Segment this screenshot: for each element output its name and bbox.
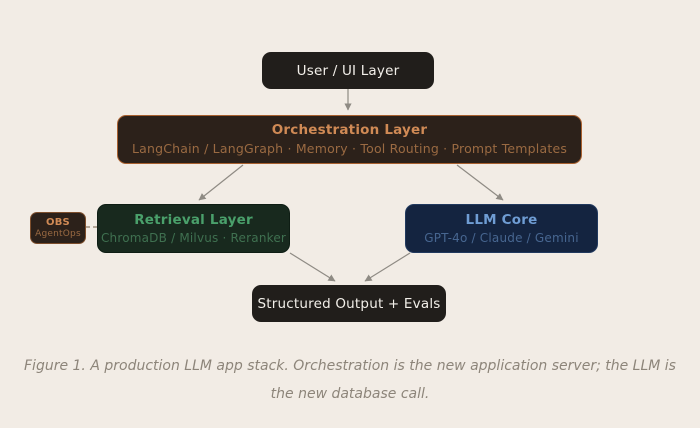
figure-caption-line-1: Figure 1. A production LLM app stack. Or… <box>24 358 676 374</box>
orchestration-layer-subtitle: LangChain / LangGraph · Memory · Tool Ro… <box>131 140 568 156</box>
user-ui-layer-node: User / UI Layer <box>262 52 434 89</box>
edge-retrieval-to-output <box>289 252 336 282</box>
figure-caption-line-2: the new database call. <box>270 386 430 402</box>
edge-llm-core-to-output <box>364 252 411 282</box>
structured-output-evals-node: Structured Output + Evals <box>252 285 446 322</box>
obs-title: OBS <box>46 216 70 228</box>
structured-output-evals-label: Structured Output + Evals <box>257 295 441 312</box>
figure-caption: Figure 1. A production LLM app stack. Or… <box>0 352 700 408</box>
llm-core-title: LLM Core <box>465 211 538 228</box>
llm-core-subtitle: GPT-4o / Claude / Gemini <box>424 231 579 246</box>
retrieval-layer-node: Retrieval Layer ChromaDB / Milvus · Rera… <box>97 204 290 253</box>
llm-core-node: LLM Core GPT-4o / Claude / Gemini <box>405 204 598 253</box>
orchestration-layer-title: Orchestration Layer <box>271 122 428 139</box>
orchestration-layer-node: Orchestration Layer LangChain / LangGrap… <box>117 115 582 164</box>
retrieval-layer-title: Retrieval Layer <box>134 211 253 228</box>
retrieval-layer-subtitle: ChromaDB / Milvus · Reranker <box>100 231 287 246</box>
edge-orchestration-to-retrieval <box>198 164 244 201</box>
edge-orchestration-to-llm-core <box>456 164 504 201</box>
user-ui-layer-label: User / UI Layer <box>296 62 400 79</box>
obs-agentops-node: OBS AgentOps <box>30 212 86 244</box>
obs-subtitle: AgentOps <box>35 228 81 239</box>
